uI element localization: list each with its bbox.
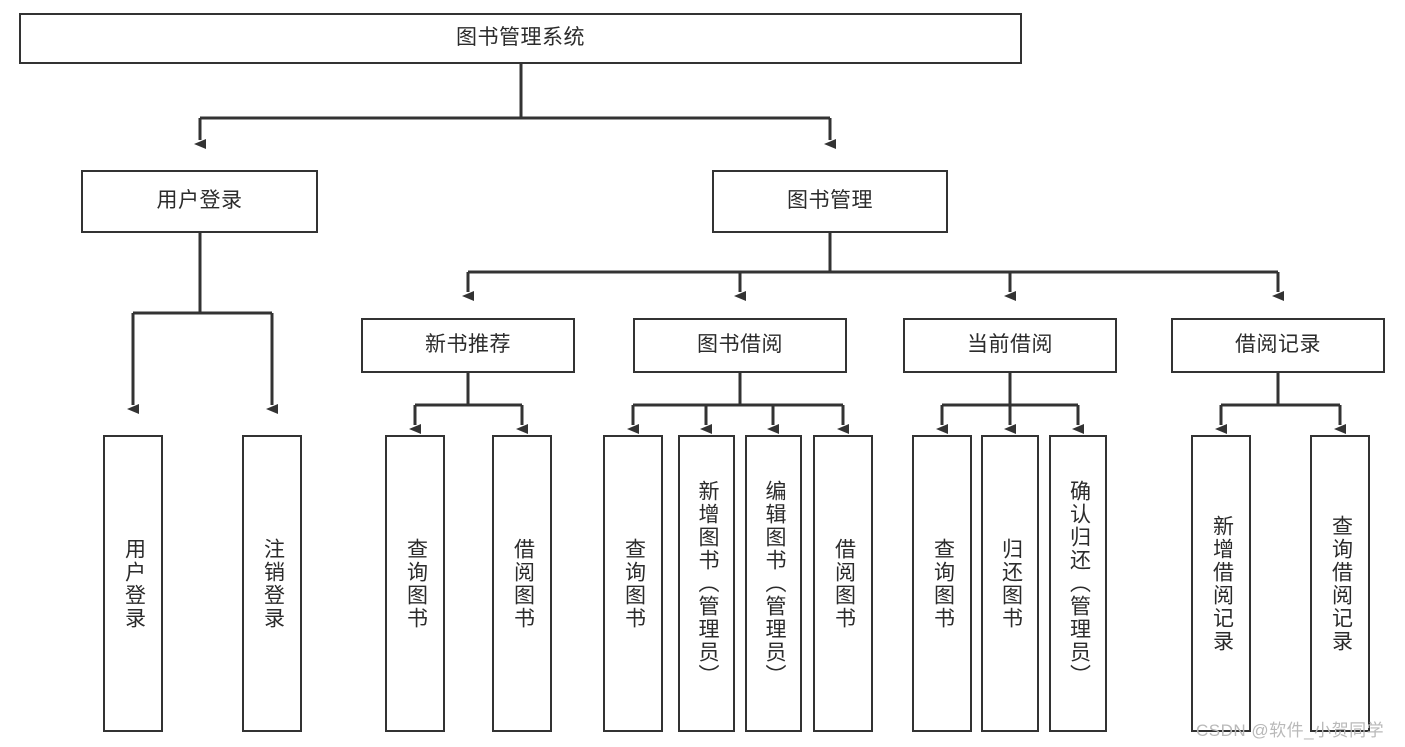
leaf-query-borrow-record[interactable]: 查询借阅记录 xyxy=(1310,435,1370,732)
leaf-query-book-2-label: 查询图书 xyxy=(622,537,646,630)
leaf-edit-book-admin-label: 编辑图书（管理员） xyxy=(762,480,786,687)
leaf-add-book-admin[interactable]: 新增图书（管理员） xyxy=(678,435,735,732)
leaf-borrow-book-1-label: 借阅图书 xyxy=(511,537,535,630)
leaf-logout-login-label: 注销登录 xyxy=(261,537,285,630)
leaf-query-borrow-record-label: 查询借阅记录 xyxy=(1329,514,1353,653)
leaf-confirm-return-admin[interactable]: 确认归还（管理员） xyxy=(1049,435,1107,732)
leaf-return-book[interactable]: 归还图书 xyxy=(981,435,1039,732)
leaf-add-borrow-record-label: 新增借阅记录 xyxy=(1210,514,1234,653)
node-current-borrow[interactable]: 当前借阅 xyxy=(903,318,1117,373)
node-borrow-records[interactable]: 借阅记录 xyxy=(1171,318,1385,373)
node-borrow-records-label: 借阅记录 xyxy=(1235,333,1321,357)
csdn-watermark: CSDN @软件_小贺同学 xyxy=(1196,721,1385,740)
leaf-borrow-book-2[interactable]: 借阅图书 xyxy=(813,435,873,732)
leaf-query-book-1[interactable]: 查询图书 xyxy=(385,435,445,732)
node-new-book-recommend[interactable]: 新书推荐 xyxy=(361,318,575,373)
node-book-management-label: 图书管理 xyxy=(787,189,873,213)
leaf-borrow-book-1[interactable]: 借阅图书 xyxy=(492,435,552,732)
leaf-add-borrow-record[interactable]: 新增借阅记录 xyxy=(1191,435,1251,732)
node-new-book-recommend-label: 新书推荐 xyxy=(425,333,511,357)
node-user-login[interactable]: 用户登录 xyxy=(81,170,318,233)
node-user-login-label: 用户登录 xyxy=(156,189,243,213)
leaf-edit-book-admin[interactable]: 编辑图书（管理员） xyxy=(745,435,802,732)
node-root[interactable]: 图书管理系统 xyxy=(19,13,1022,64)
leaf-borrow-book-2-label: 借阅图书 xyxy=(832,537,856,630)
leaf-query-book-3-label: 查询图书 xyxy=(931,537,955,630)
leaf-query-book-3[interactable]: 查询图书 xyxy=(912,435,972,732)
node-book-management[interactable]: 图书管理 xyxy=(712,170,948,233)
leaf-add-book-admin-label: 新增图书（管理员） xyxy=(695,480,719,687)
node-root-label: 图书管理系统 xyxy=(456,26,585,50)
leaf-query-book-1-label: 查询图书 xyxy=(404,537,428,630)
node-book-borrow-label: 图书借阅 xyxy=(697,333,783,357)
node-book-borrow[interactable]: 图书借阅 xyxy=(633,318,847,373)
leaf-return-book-label: 归还图书 xyxy=(999,537,1023,630)
leaf-confirm-return-admin-label: 确认归还（管理员） xyxy=(1067,480,1091,687)
leaf-logout-login[interactable]: 注销登录 xyxy=(242,435,302,732)
leaf-query-book-2[interactable]: 查询图书 xyxy=(603,435,663,732)
leaf-user-login[interactable]: 用户登录 xyxy=(103,435,163,732)
node-current-borrow-label: 当前借阅 xyxy=(967,333,1053,357)
leaf-user-login-label: 用户登录 xyxy=(122,537,146,630)
